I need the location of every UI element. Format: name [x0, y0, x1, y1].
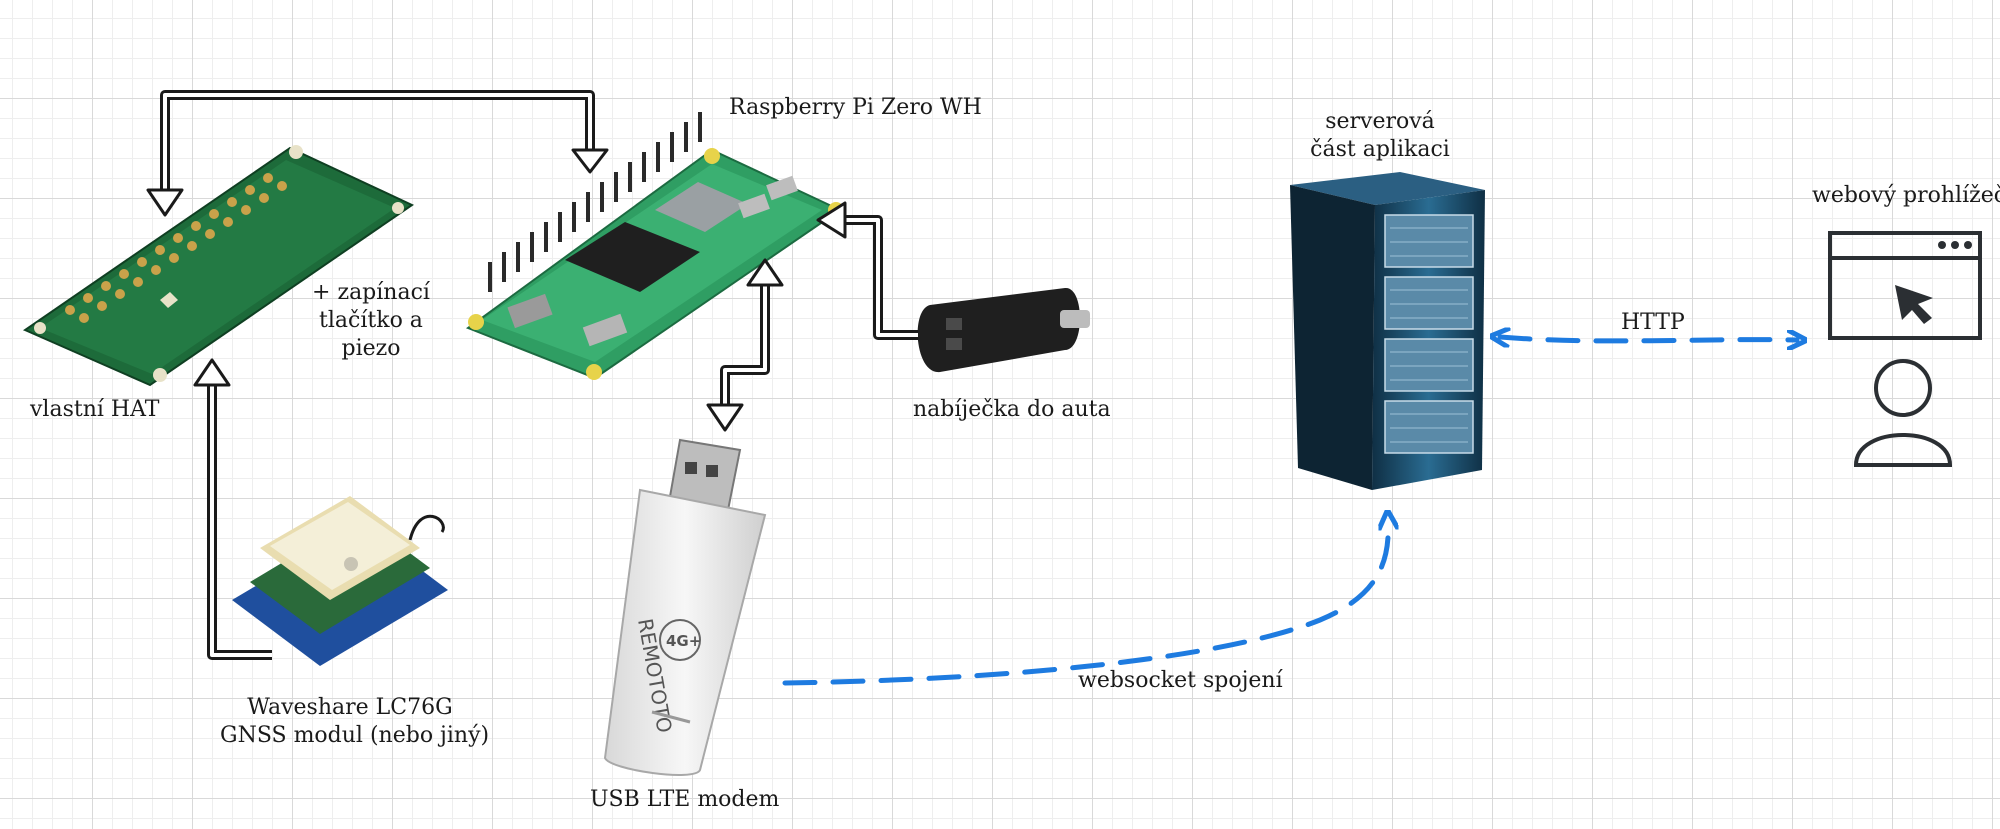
label-button-piezo-line-3: piezo [341, 336, 401, 361]
label-server-line-1: serverová [1325, 109, 1435, 134]
rpi-arrowhead-right [816, 201, 847, 239]
label-gnss-line-2: GNSS modul (nebo jiný) [220, 723, 490, 748]
cursor-icon [1895, 285, 1933, 324]
label-raspberry-pi: Raspberry Pi Zero WH [729, 95, 982, 120]
car-charger-icon [917, 287, 1090, 373]
label-server: serverová část aplikaci [1300, 108, 1460, 164]
label-button-piezo-line-1: + zapínací [312, 280, 430, 305]
label-vlastni-hat: vlastní HAT [30, 397, 160, 422]
raspberry-pi-board [465, 112, 844, 380]
car-charger [917, 287, 1090, 373]
websocket-connection [782, 520, 1388, 686]
server-rack [1290, 172, 1485, 490]
rpi-arrowhead-bottom [746, 258, 784, 287]
hardware-connectors [146, 90, 918, 660]
usb-lte-modem: REMOTOTO 4G+ [603, 438, 767, 776]
label-http: HTTP [1621, 310, 1685, 335]
hat-board [22, 145, 415, 387]
http-connection [1500, 337, 1797, 341]
label-browser: webový prohlížeč [1812, 183, 2000, 208]
label-websocket: websocket spojení [1078, 668, 1283, 693]
user-icon [1853, 359, 1953, 467]
modem-4g-text: 4G+ [666, 632, 701, 650]
network-connections [782, 337, 1797, 686]
label-car-charger: nabíječka do auta [913, 397, 1111, 422]
modem-rpi-connector [720, 280, 770, 410]
gnss-module [232, 496, 448, 666]
label-gnss-module: Waveshare LC76G GNSS modul (nebo jiný) [220, 694, 490, 750]
label-usb-modem: USB LTE modem [590, 787, 780, 812]
label-server-line-2: část aplikaci [1310, 137, 1450, 162]
server-rack-icon [1290, 172, 1485, 490]
hat-arrowhead [146, 188, 184, 217]
gnss-antenna-icon [232, 496, 448, 666]
hat-arrowhead-bottom [193, 358, 231, 387]
usb-modem-icon: REMOTOTO 4G+ [603, 438, 767, 776]
hat-rpi-connector [160, 90, 595, 195]
pcb-board-icon [22, 145, 415, 387]
label-button-piezo-line-2: tlačítko a [319, 308, 423, 333]
modem-arrowhead [706, 403, 744, 432]
label-button-piezo: + zapínací tlačítko a piezo [312, 279, 430, 363]
browser-window-icon [1828, 231, 1982, 340]
raspberry-pi-icon [465, 112, 844, 380]
label-gnss-line-1: Waveshare LC76G [247, 695, 453, 720]
rpi-arrowhead-top [571, 148, 609, 174]
